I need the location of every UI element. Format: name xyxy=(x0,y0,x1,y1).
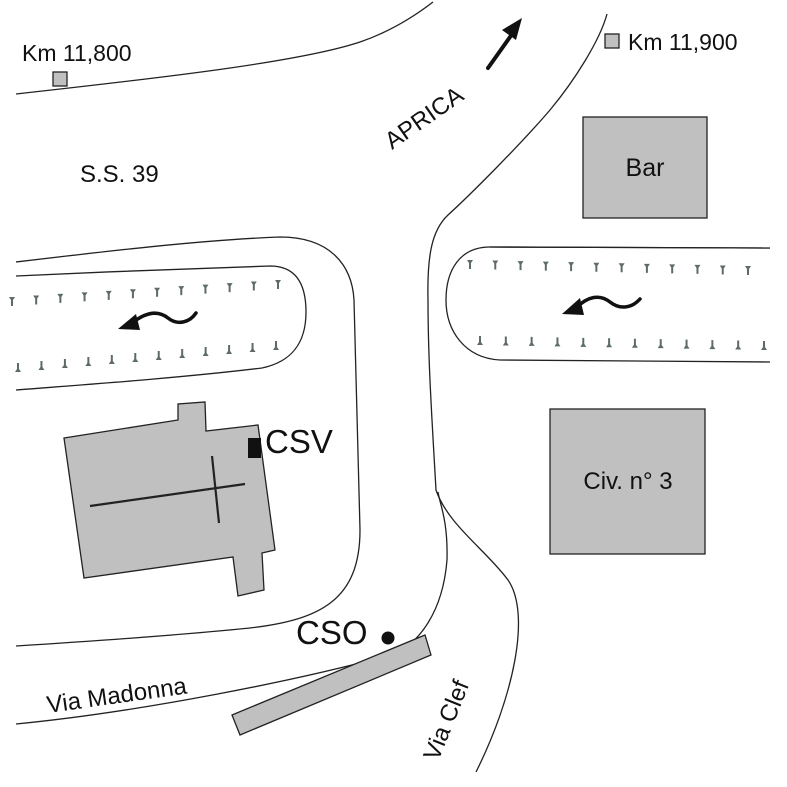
tree-icon xyxy=(719,265,726,275)
tree-icon xyxy=(669,264,676,274)
road-upper-right-edge xyxy=(427,13,608,773)
tree-icon xyxy=(643,263,650,273)
arrow-up-right-icon xyxy=(486,18,522,70)
tree-icon xyxy=(657,339,664,349)
tree-row-right-top xyxy=(467,260,751,275)
km-11900-label: Km 11,900 xyxy=(628,29,738,55)
wavy-arrow-left-icon-right xyxy=(562,295,642,315)
cso-label: CSO xyxy=(296,614,368,651)
block-left-outline xyxy=(15,236,361,647)
tree-icon xyxy=(502,336,509,346)
tree-icon xyxy=(108,355,115,364)
civ-3-label: Civ. n° 3 xyxy=(583,468,672,495)
tree-icon xyxy=(745,266,751,275)
via-clef-label: Via Clef xyxy=(419,676,475,764)
tree-icon xyxy=(492,260,499,270)
tree-icon xyxy=(81,292,88,302)
tree-strip-left xyxy=(15,265,307,391)
tree-icon xyxy=(105,290,112,300)
tree-icon xyxy=(249,343,256,352)
church-building xyxy=(63,401,276,597)
tree-icon xyxy=(580,337,587,347)
tree-icon xyxy=(517,261,524,271)
tree-icon xyxy=(178,286,185,296)
tree-icon xyxy=(554,337,561,347)
tree-icon xyxy=(202,284,209,294)
tree-icon xyxy=(761,341,767,350)
tree-icon xyxy=(568,262,575,272)
km-11800-marker-icon xyxy=(52,71,68,87)
tree-icon xyxy=(631,338,638,348)
tree-icon xyxy=(275,280,281,289)
wavy-arrow-left-icon xyxy=(118,311,198,330)
bar-label: Bar xyxy=(626,154,665,182)
tree-row-left-top xyxy=(9,280,281,306)
church-cross-horizontal xyxy=(89,482,246,508)
tree-icon xyxy=(226,345,233,354)
civ-3-building xyxy=(549,408,706,555)
building-strip-via-madonna xyxy=(231,634,432,736)
church-cross-vertical xyxy=(210,455,221,524)
tree-icon xyxy=(683,339,690,349)
tree-icon xyxy=(202,347,209,356)
tree-row-right-bottom xyxy=(477,336,767,350)
tree-icon xyxy=(154,287,161,297)
tree-icon xyxy=(132,353,139,362)
tree-icon xyxy=(694,264,701,274)
tree-icon xyxy=(250,281,257,291)
csv-marker-icon xyxy=(248,438,261,458)
tree-icon xyxy=(467,260,473,269)
tree-icon xyxy=(57,293,64,303)
tree-row-left-bottom xyxy=(15,341,279,372)
tree-icon xyxy=(15,363,21,372)
tree-icon xyxy=(33,295,40,305)
tree-strip-right xyxy=(445,246,771,363)
tree-icon xyxy=(606,338,613,348)
tree-icon xyxy=(129,289,136,299)
tree-icon xyxy=(709,340,716,350)
tree-icon xyxy=(226,283,233,293)
tree-icon xyxy=(38,361,45,370)
tree-icon xyxy=(179,349,186,358)
strip-right-upper xyxy=(489,246,771,249)
tree-icon xyxy=(155,351,162,360)
via-madonna-label: Via Madonna xyxy=(45,672,189,718)
km-11900-marker-icon xyxy=(604,33,620,49)
tree-icon xyxy=(542,261,549,271)
tree-icon xyxy=(9,297,15,306)
tree-icon xyxy=(528,336,535,346)
cso-marker-icon xyxy=(381,631,395,645)
km-11800-label: Km 11,800 xyxy=(22,40,132,66)
bar-building xyxy=(582,116,708,219)
road-ss39-upper-edge xyxy=(15,1,434,95)
tree-icon xyxy=(593,262,600,272)
tree-icon xyxy=(61,359,68,368)
aprica-label: APRICA xyxy=(380,82,469,155)
tree-icon xyxy=(85,357,92,366)
tree-icon xyxy=(273,341,279,350)
tree-icon xyxy=(735,340,742,350)
tree-icon xyxy=(477,336,483,345)
tree-icon xyxy=(618,263,625,273)
csv-label: CSV xyxy=(265,423,333,460)
road-ss39-label: S.S. 39 xyxy=(80,161,159,188)
